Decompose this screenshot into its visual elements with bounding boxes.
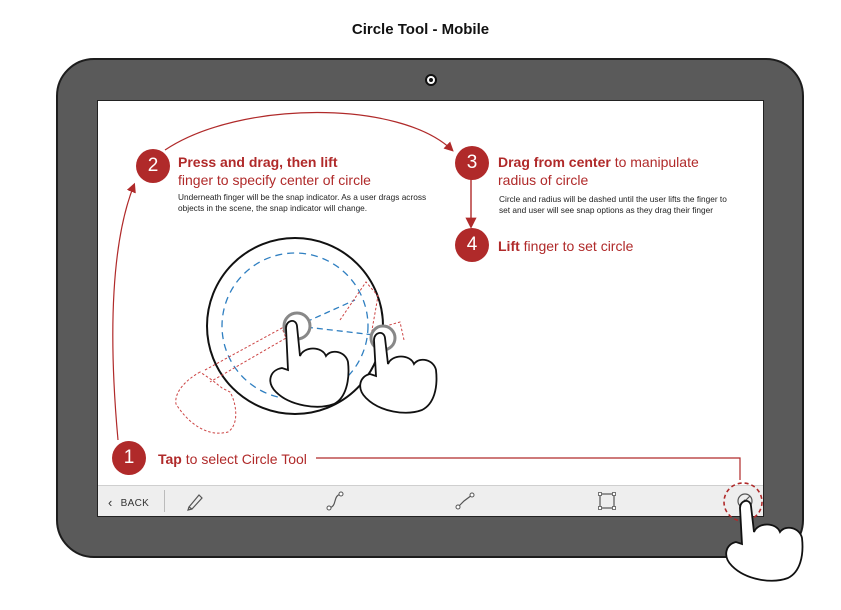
step-3-description: Circle and radius will be dashed until t… <box>499 194 727 215</box>
step-2-text: Press and drag, then lift finger to spec… <box>178 153 428 189</box>
bottom-toolbar: ‹ BACK <box>98 485 763 516</box>
hand-tap <box>725 500 804 582</box>
arrow-1-to-2 <box>112 182 136 441</box>
curve-icon[interactable] <box>324 490 346 512</box>
step-4-badge: 4 <box>455 228 489 262</box>
step-4-rest: finger to set circle <box>519 238 634 254</box>
step-1-bold: Tap <box>158 451 182 467</box>
pencil-icon[interactable] <box>184 490 206 512</box>
back-button[interactable]: ‹ BACK <box>108 494 150 510</box>
hand-edge <box>359 332 438 414</box>
step-3-bold: Drag from center <box>498 154 611 170</box>
step-1-text: Tap to select Circle Tool <box>158 450 307 468</box>
step-3-badge: 3 <box>455 146 489 180</box>
step-4-text: Lift finger to set circle <box>498 237 633 255</box>
rectangle-icon[interactable] <box>596 490 618 512</box>
step-1-badge: 1 <box>112 441 146 475</box>
toolbar-divider <box>164 490 165 512</box>
camera-icon <box>425 74 437 86</box>
back-label: BACK <box>120 498 150 509</box>
chevron-left-icon: ‹ <box>108 495 113 510</box>
arrow-2-to-3 <box>164 111 454 152</box>
step-3-text: Drag from center to manipulate radius of… <box>498 153 738 189</box>
callout-line-tap <box>316 457 741 480</box>
step-2-badge: 2 <box>136 149 170 183</box>
step-2-description: Underneath finger will be the snap indic… <box>178 192 427 213</box>
step-3-rest: to manipulate radius of circle <box>498 154 699 188</box>
step-2-bold: Press and drag, then lift <box>178 154 338 170</box>
page-title: Circle Tool - Mobile <box>351 21 490 38</box>
hand-center <box>269 320 350 408</box>
ghost-hand-right <box>339 281 405 341</box>
step-2-rest: finger to specify center of circle <box>178 172 371 188</box>
line-icon[interactable] <box>454 490 476 512</box>
step-1-rest: to select Circle Tool <box>181 451 307 467</box>
ghost-hand-left <box>175 371 237 434</box>
step-4-bold: Lift <box>498 238 520 254</box>
